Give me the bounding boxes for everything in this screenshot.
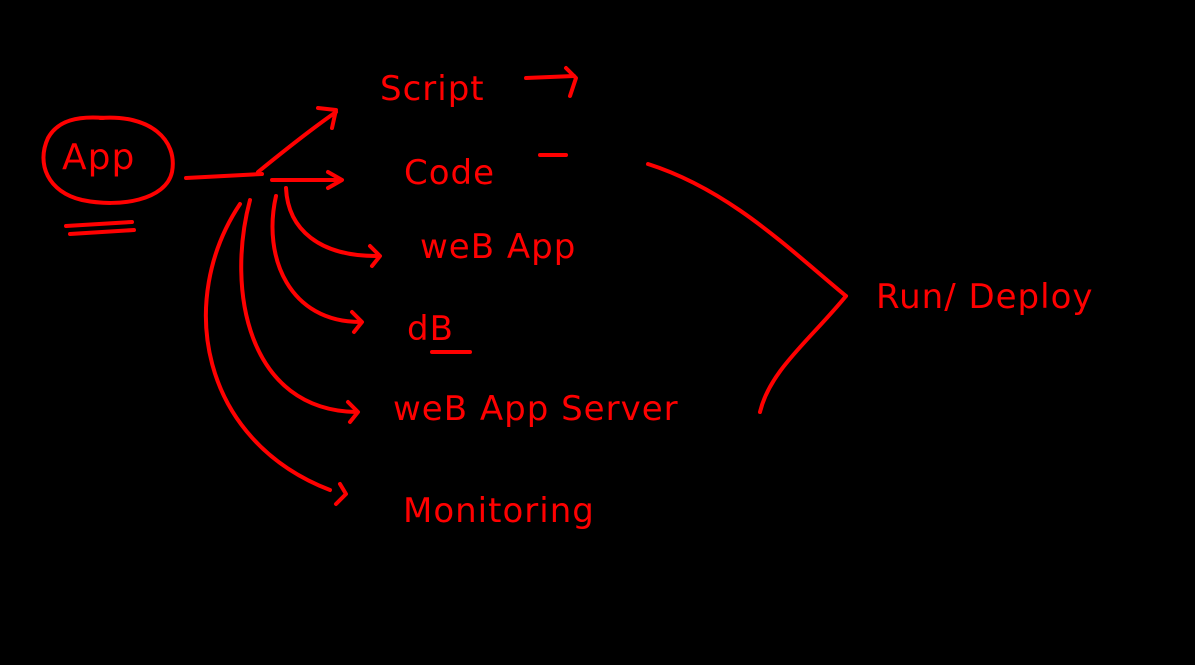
node-code: Code — [404, 153, 496, 193]
app-underline-2 — [68, 228, 136, 236]
node-monitoring: Monitoring — [403, 491, 595, 531]
arrow-to-script-head — [316, 106, 338, 130]
node-db: dB — [407, 309, 454, 349]
bracket-upper — [646, 162, 848, 298]
arrow-to-db — [270, 194, 362, 324]
node-web-app: weB App — [420, 227, 577, 267]
bracket-lower — [758, 294, 848, 414]
node-app: App — [62, 137, 136, 178]
node-script: Script — [380, 69, 485, 109]
group-label-run-deploy: Run/ Deploy — [876, 277, 1094, 317]
node-web-app-server: weB App Server — [393, 389, 679, 429]
arrow-to-webapp-head — [368, 244, 382, 268]
arrow-to-webapp — [284, 186, 378, 258]
arrow-to-webappserver-head — [346, 400, 360, 424]
script-trailing-arrow-head — [564, 66, 578, 98]
app-underline-1 — [64, 220, 134, 228]
arrow-to-monitoring-head — [334, 482, 348, 506]
script-trailing-arrow — [524, 74, 576, 80]
arrow-to-script — [256, 110, 338, 174]
arrow-to-webappserver — [239, 198, 358, 414]
arrow-to-db-head — [350, 310, 364, 334]
app-circle — [41, 115, 175, 205]
arrow-to-monitoring — [203, 202, 332, 492]
arrow-to-code-head — [326, 170, 344, 190]
trunk-line — [184, 172, 264, 180]
